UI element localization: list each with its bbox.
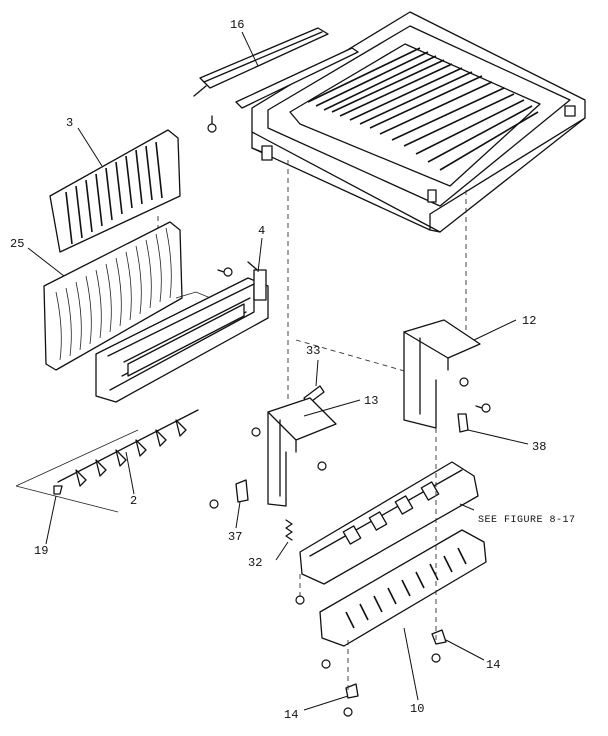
lower-guide-ribs <box>345 547 467 629</box>
guide-plate-ribs <box>65 141 163 245</box>
guide-plate-part-3 <box>49 127 181 253</box>
label-19: 19 <box>34 544 48 558</box>
label-10: 10 <box>410 702 424 716</box>
alignment-lines <box>287 160 467 690</box>
label-4: 4 <box>258 224 265 238</box>
lower-roller-assembly <box>295 461 479 605</box>
label-16: 16 <box>230 18 244 32</box>
label-32: 32 <box>248 556 262 570</box>
top-tray-assembly <box>251 11 586 233</box>
lower-guide-part-10 <box>319 529 487 701</box>
spring-part-38 <box>457 413 529 445</box>
label-3: 3 <box>66 116 73 130</box>
pin-part-33 <box>303 359 325 405</box>
spring-part-14-upper <box>431 629 485 663</box>
label-33: 33 <box>306 344 320 358</box>
spring-part-37 <box>209 479 249 529</box>
label-12: 12 <box>522 314 536 328</box>
label-25: 25 <box>10 237 24 251</box>
tray-ribs <box>307 47 539 171</box>
bracket-part-12 <box>403 319 517 429</box>
label-2: 2 <box>130 494 137 508</box>
rollers <box>342 481 440 545</box>
label-13: 13 <box>364 394 378 408</box>
label-37: 37 <box>228 530 242 544</box>
guide-rail-part-16 <box>193 27 359 133</box>
paper-guide-part-4 <box>95 237 269 403</box>
feed-roller-part-2 <box>15 409 199 513</box>
clip-part-19 <box>45 485 63 545</box>
spring-part-32 <box>275 519 293 561</box>
roller-blades <box>75 419 187 487</box>
spring-part-14-lower <box>303 683 359 717</box>
see-figure-note: SEE FIGURE 8-17 <box>478 515 576 526</box>
label-14-upper: 14 <box>486 658 500 672</box>
guide-plate-25-ribs <box>55 227 172 361</box>
bracket-part-13 <box>251 397 361 507</box>
label-14-lower: 14 <box>284 708 298 722</box>
label-38: 38 <box>532 440 546 454</box>
part-labels: 16 3 25 4 12 33 13 38 2 19 37 32 14 14 1… <box>10 18 576 722</box>
